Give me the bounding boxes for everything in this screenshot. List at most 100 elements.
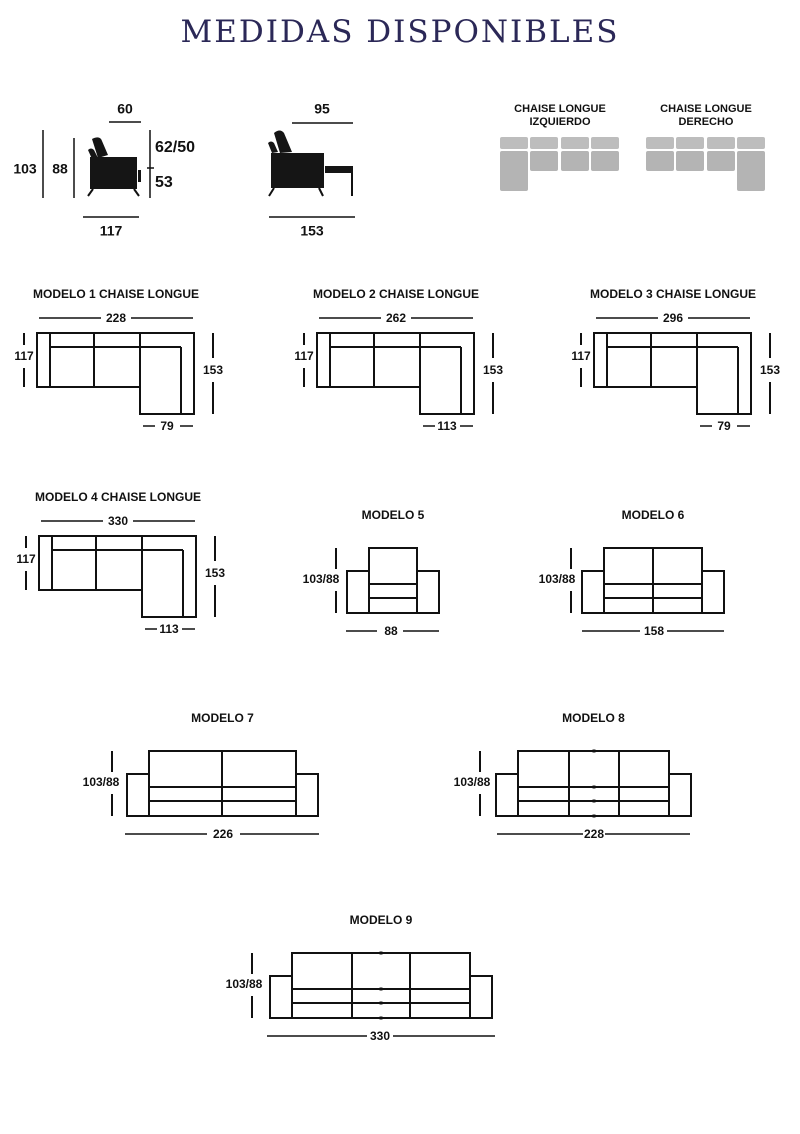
chaise-depth-label: 153 xyxy=(203,363,223,377)
model-title: MODELO 7 xyxy=(191,711,254,725)
seat-module-icon xyxy=(676,151,704,171)
back-module-icon xyxy=(561,137,589,149)
headrest-icon xyxy=(88,148,98,159)
width-label: 158 xyxy=(644,624,664,638)
left-armrest xyxy=(126,773,150,817)
orientation-title: CHAISE LONGUE xyxy=(660,103,752,115)
backrest xyxy=(368,547,418,614)
sofa-model-5: MODELO 5 103/88 88 xyxy=(303,508,440,638)
seat-module-icon xyxy=(591,151,619,171)
sofa-body-icon xyxy=(271,153,324,188)
chaise-width-label: 113 xyxy=(159,622,179,636)
left-armrest xyxy=(269,975,293,1019)
joint-mark xyxy=(592,749,596,753)
total-height-label: 103 xyxy=(13,161,37,177)
joint-mark xyxy=(592,785,596,789)
page-title: MEDIDAS DISPONIBLES xyxy=(180,14,620,50)
right-armrest xyxy=(668,773,692,817)
depth-label: 117 xyxy=(14,349,34,363)
height-label: 103/88 xyxy=(303,572,340,586)
backrest xyxy=(291,952,471,1019)
sofa-outline xyxy=(593,332,752,415)
sofa-model-6: MODELO 6 103/88 158 xyxy=(539,508,725,638)
headrest-icon xyxy=(92,137,108,158)
right-armrest xyxy=(469,975,493,1019)
width-label: 296 xyxy=(663,311,683,325)
depth-label: 153 xyxy=(300,223,324,239)
seat-depth-label: 60 xyxy=(117,101,133,117)
backrest xyxy=(517,750,670,817)
seat-module-icon xyxy=(646,151,674,171)
height-label: 103/88 xyxy=(454,775,491,789)
chaise-module-icon xyxy=(737,151,765,191)
chaise-width-label: 79 xyxy=(160,419,174,433)
depth-label: 117 xyxy=(100,223,123,239)
chaise-depth-label: 153 xyxy=(760,363,780,377)
chaise-width-label: 113 xyxy=(437,419,457,433)
width-label: 88 xyxy=(384,624,398,638)
leg-icon xyxy=(133,188,140,197)
model-title: MODELO 3 CHAISE LONGUE xyxy=(590,287,756,301)
seat-height-label: 53 xyxy=(155,174,173,191)
back-height-label: 62/50 xyxy=(155,139,195,156)
model-title: MODELO 6 xyxy=(622,508,685,522)
chaise-module-icon xyxy=(500,151,528,191)
orientation-subtitle: IZQUIERDO xyxy=(529,116,591,128)
seat-module-icon xyxy=(561,151,589,171)
back-module-icon xyxy=(500,137,528,149)
left-armrest xyxy=(346,570,370,614)
width-label: 226 xyxy=(213,827,233,841)
width-label: 228 xyxy=(584,827,604,841)
joint-mark xyxy=(379,1001,383,1005)
chaise-depth-label: 153 xyxy=(205,566,225,580)
joint-mark xyxy=(379,987,383,991)
height-label: 103/88 xyxy=(226,977,263,991)
depth-label: 117 xyxy=(571,349,591,363)
model-title: MODELO 5 xyxy=(362,508,425,522)
sofa-outline xyxy=(316,332,475,415)
model-title: MODELO 8 xyxy=(562,711,625,725)
chaise-depth-label: 153 xyxy=(483,363,503,377)
model-title: MODELO 1 CHAISE LONGUE xyxy=(33,287,199,301)
orientation-title: CHAISE LONGUE xyxy=(514,103,606,115)
back-module-icon xyxy=(530,137,558,149)
right-armrest xyxy=(701,570,725,614)
back-module-icon xyxy=(707,137,735,149)
height-label: 103/88 xyxy=(539,572,576,586)
back-module-icon xyxy=(646,137,674,149)
sofa-body-icon xyxy=(90,157,137,189)
joint-mark xyxy=(379,1016,383,1020)
leg-icon xyxy=(87,188,94,197)
joint-mark xyxy=(379,951,383,955)
chaise-width-label: 79 xyxy=(717,419,731,433)
headrest-icon xyxy=(274,130,292,153)
seat-module-icon xyxy=(707,151,735,171)
orientation-subtitle: DERECHO xyxy=(678,116,733,128)
seat-module-icon xyxy=(530,151,558,171)
joint-mark xyxy=(592,814,596,818)
depth-label: 117 xyxy=(294,349,314,363)
right-armrest xyxy=(295,773,319,817)
width-label: 330 xyxy=(108,514,128,528)
back-module-icon xyxy=(737,137,765,149)
height-label: 103/88 xyxy=(83,775,120,789)
leg-icon xyxy=(318,187,324,197)
sofa-outline xyxy=(38,535,197,618)
width-label: 330 xyxy=(370,1029,390,1043)
width-label: 228 xyxy=(106,311,126,325)
sofa-model-7: MODELO 7 103/88 226 xyxy=(83,711,319,841)
side-extended-view: 95 153 xyxy=(268,101,355,239)
back-module-icon xyxy=(591,137,619,149)
model-title: MODELO 4 CHAISE LONGUE xyxy=(35,490,201,504)
sofa-outline xyxy=(36,332,195,415)
extension-label: 95 xyxy=(314,101,330,117)
back-module-icon xyxy=(676,137,704,149)
width-label: 262 xyxy=(386,311,406,325)
leg-icon xyxy=(268,187,275,197)
footrest-icon xyxy=(325,166,353,173)
